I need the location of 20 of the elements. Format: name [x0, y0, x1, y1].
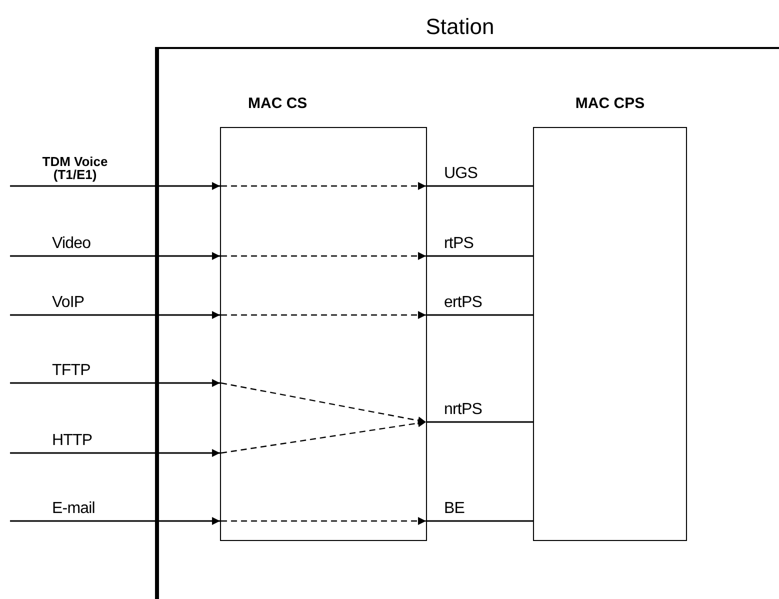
arrow — [10, 311, 220, 319]
heading: Station — [426, 13, 494, 41]
arrow — [10, 449, 220, 457]
edge-label: HTTP — [52, 433, 94, 449]
edge-label: ertPS — [444, 295, 484, 311]
heading: MAC CS — [248, 94, 308, 114]
arrow — [10, 182, 220, 190]
edge-label: rtPS — [444, 236, 475, 252]
arrow — [10, 517, 220, 525]
arrow — [10, 379, 220, 387]
edge-label: TDM Voice (T1/E1) — [41, 154, 109, 182]
edge-label: nrtPS — [444, 402, 484, 418]
edge-label: BE — [444, 501, 466, 517]
edge-label: UGS — [444, 166, 478, 182]
edge-label: Video — [52, 236, 92, 252]
edge-label: E-mail — [52, 501, 96, 517]
edge-label: TFTP — [52, 363, 92, 379]
arrow — [10, 252, 220, 260]
edge-label: VoIP — [52, 295, 86, 311]
heading: MAC CPS — [575, 94, 645, 114]
